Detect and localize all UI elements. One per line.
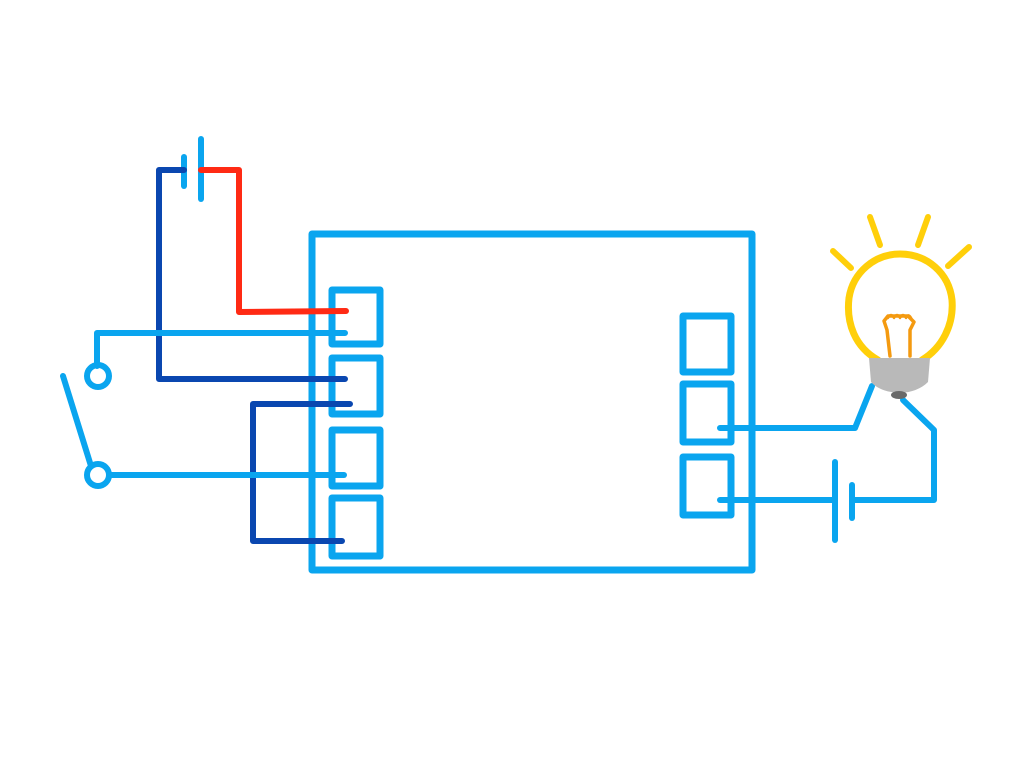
output-terminal-block: [679, 312, 735, 519]
bulb-base: [869, 358, 930, 393]
bulb-ray: [867, 214, 883, 248]
bulb-filament-coil: [886, 313, 914, 322]
output-terminal-2: [679, 380, 735, 446]
light-bulb-icon: [830, 214, 972, 399]
input-terminal-block: [328, 286, 384, 560]
control-positive-wire: [198, 167, 349, 315]
switch-bottom-contact: [84, 461, 112, 489]
input-terminal-1: [328, 286, 384, 348]
bulb-ray: [830, 248, 854, 271]
input-terminal-3: [328, 426, 384, 490]
bulb-tip: [891, 391, 907, 399]
bulb-filament: [882, 314, 916, 358]
bulb-ray: [915, 214, 931, 248]
input-terminal-4: [328, 494, 384, 560]
output-terminal-3: [679, 453, 735, 519]
bulb-ray: [945, 244, 972, 269]
output-terminal-1: [679, 312, 735, 376]
switch-top-contact: [84, 362, 112, 390]
switch-top-wire: [94, 330, 348, 369]
load-battery-icon: [832, 459, 855, 543]
switch-lever: [60, 373, 94, 469]
load-wire-to-lamp: [717, 383, 875, 431]
switch-icon: [60, 362, 112, 489]
input-terminal-2: [328, 354, 384, 418]
bulb-glass: [844, 250, 956, 364]
control-negative-wire: [156, 167, 348, 382]
load-wire-lamp-return: [849, 397, 937, 503]
